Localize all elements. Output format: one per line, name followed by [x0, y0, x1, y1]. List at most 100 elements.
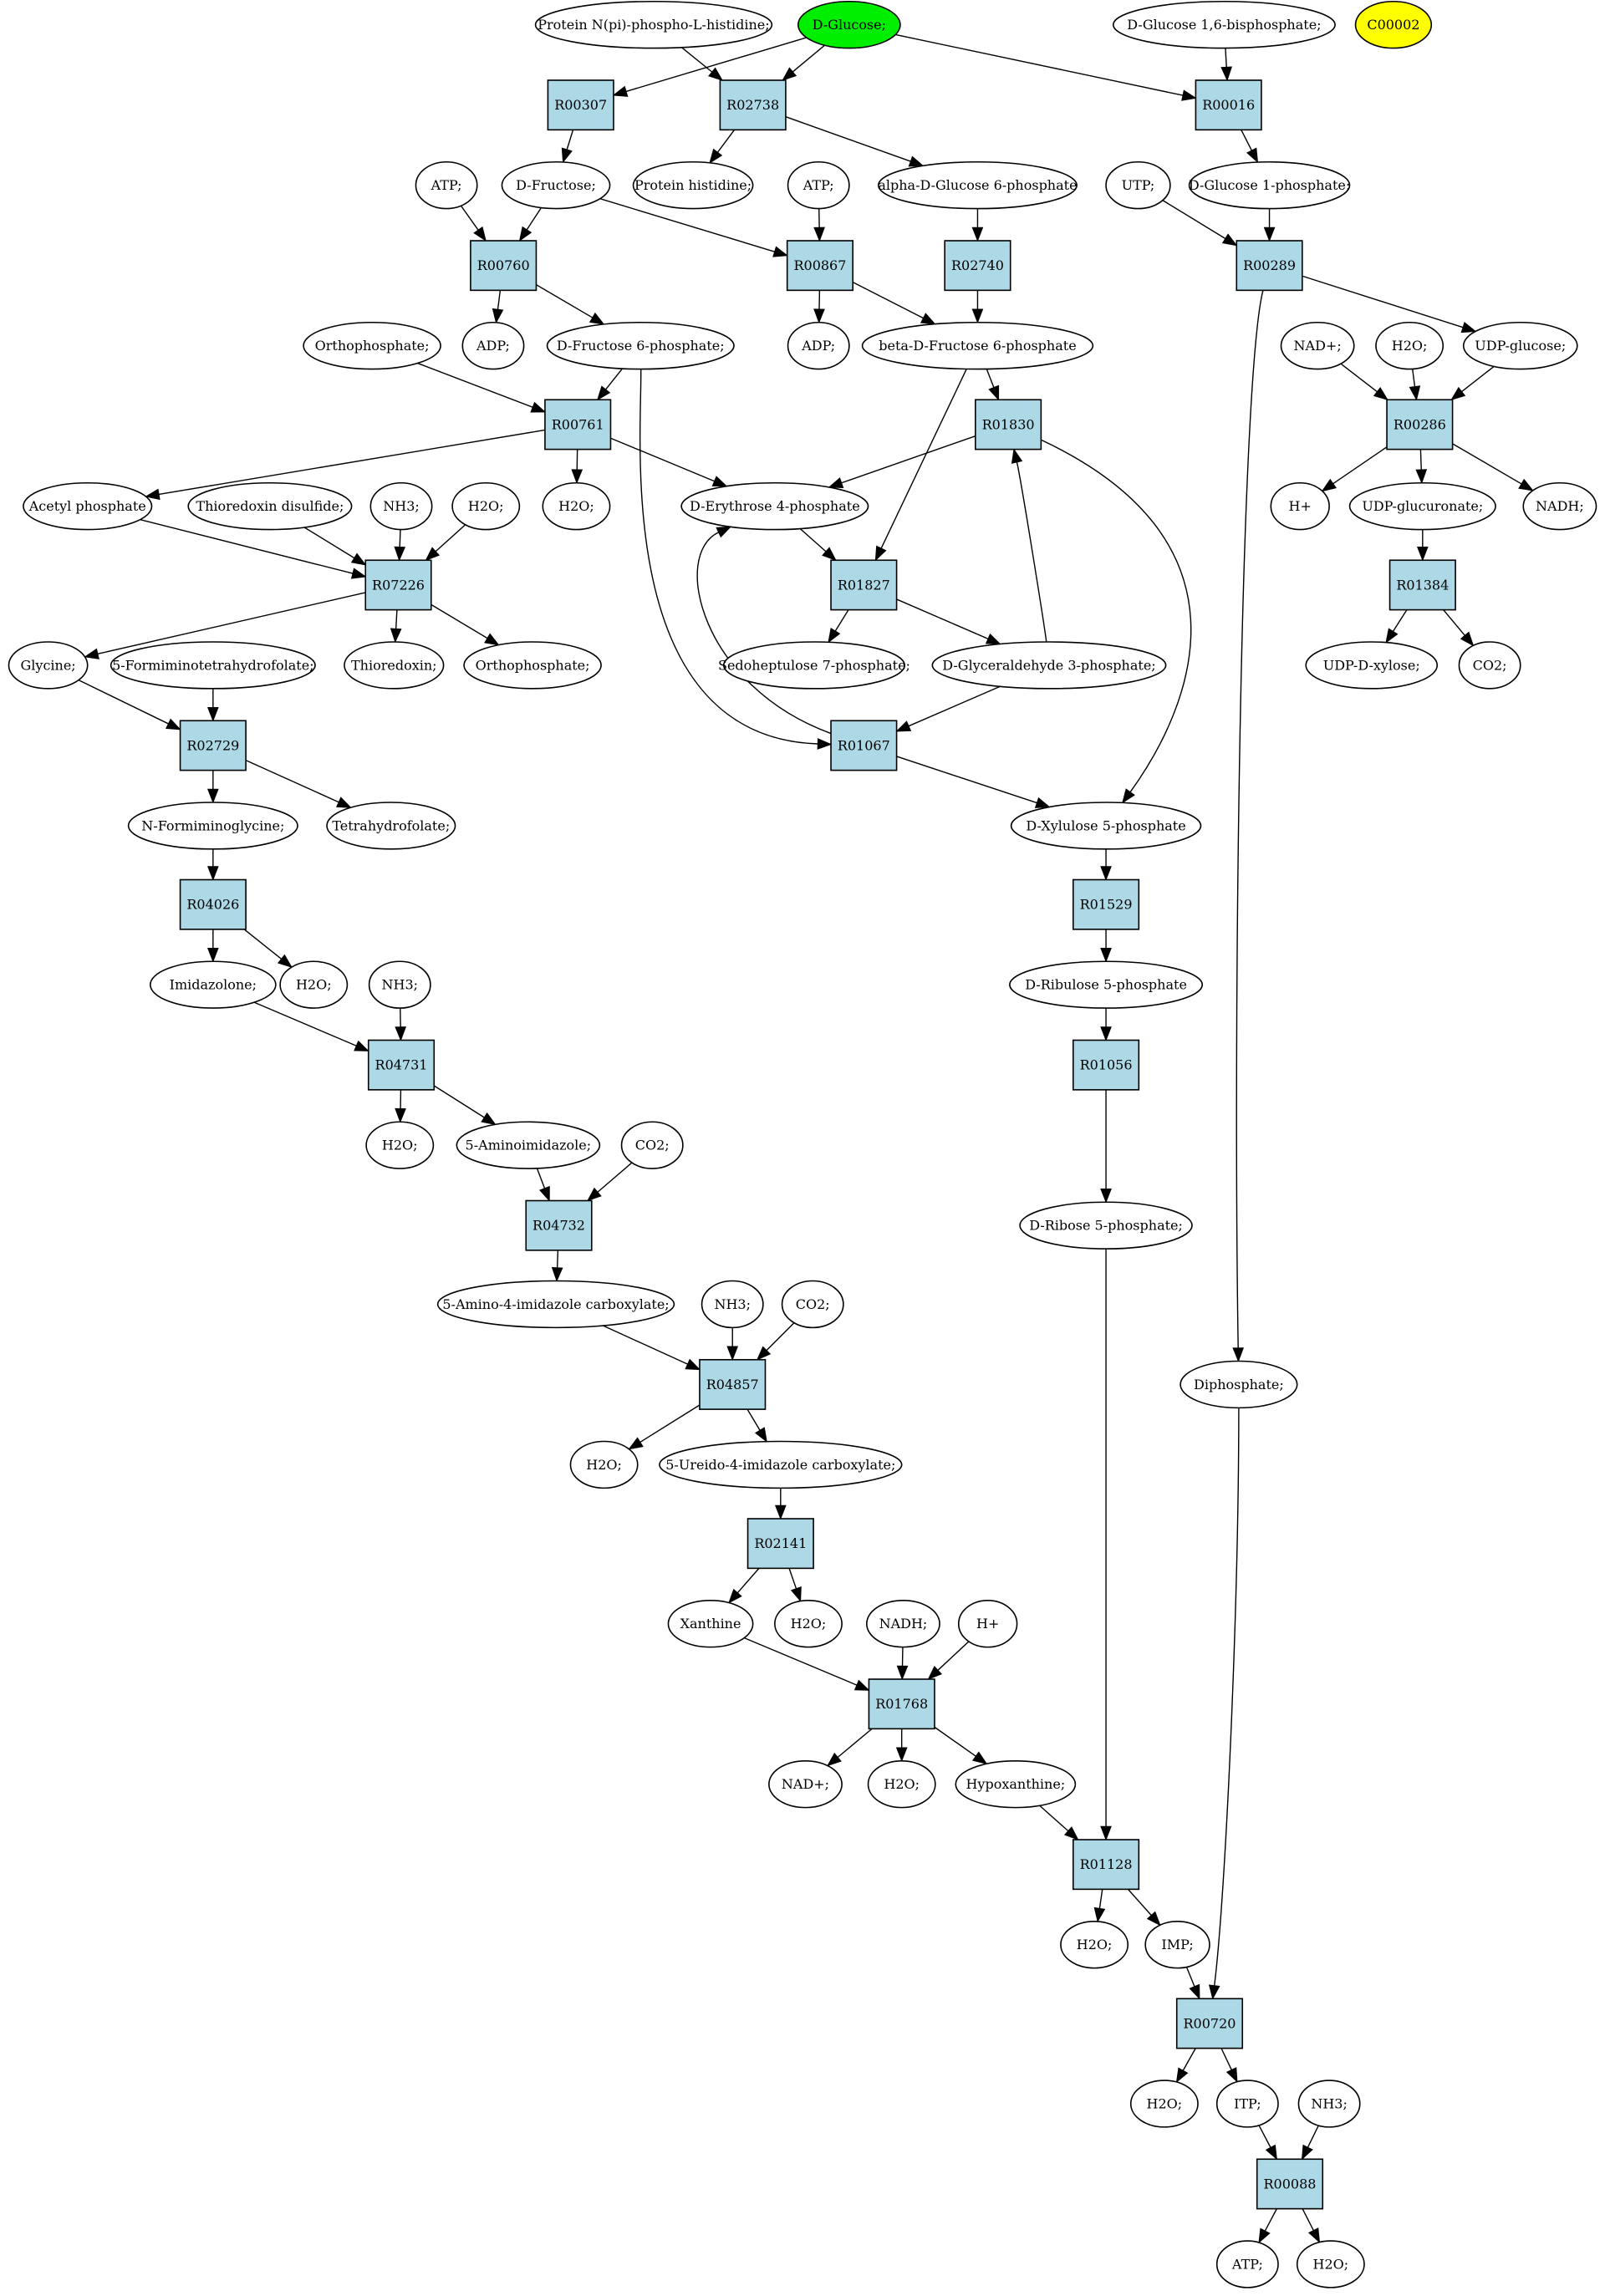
- edge-r_R02141-to-c_h2o_g: [788, 1568, 802, 1602]
- compound-node[interactable]: Glycine;: [8, 641, 89, 690]
- reaction-node[interactable]: R01830: [975, 399, 1042, 451]
- compound-node[interactable]: NH3;: [368, 960, 431, 1009]
- compound-node[interactable]: 5-Formiminotetrahydrofolate;: [110, 641, 316, 690]
- compound-node[interactable]: D-Xylulose 5-phosphate: [1010, 802, 1202, 850]
- compound-node[interactable]: Orthophosphate;: [303, 321, 441, 370]
- compound-node[interactable]: NADH;: [866, 1599, 940, 1648]
- compound-node[interactable]: Protein N(pi)-phospho-L-histidine;: [534, 0, 773, 49]
- compound-node[interactable]: C00002: [1354, 0, 1433, 49]
- compound-node[interactable]: UDP-glucose;: [1462, 321, 1578, 370]
- compound-node[interactable]: Acetyl phosphate: [23, 481, 153, 531]
- reaction-node[interactable]: R00088: [1256, 2158, 1324, 2210]
- compound-node[interactable]: NH3;: [701, 1280, 764, 1329]
- compound-node[interactable]: D-Erythrose 4-phosphate: [680, 481, 869, 531]
- compound-node[interactable]: NAD+;: [768, 1759, 843, 1809]
- reaction-node[interactable]: R00867: [786, 240, 854, 292]
- compound-node[interactable]: H2O;: [774, 1599, 843, 1648]
- compound-node[interactable]: Diphosphate;: [1180, 1360, 1298, 1409]
- compound-node[interactable]: H+: [957, 1599, 1018, 1648]
- reaction-node[interactable]: R04857: [699, 1358, 767, 1410]
- compound-node[interactable]: H2O;: [867, 1759, 936, 1809]
- compound-node[interactable]: ATP;: [415, 160, 478, 210]
- compound-node[interactable]: ITP;: [1215, 2080, 1279, 2128]
- reaction-node[interactable]: R01384: [1388, 559, 1456, 611]
- compound-node[interactable]: N-Formiminoglycine;: [127, 802, 298, 850]
- reaction-node[interactable]: R02729: [179, 720, 247, 771]
- compound-node[interactable]: Protein histidine;: [632, 160, 754, 210]
- edge-r_R01768-to-c_hyp: [934, 1726, 988, 1765]
- reaction-node[interactable]: R04732: [525, 1199, 593, 1251]
- compound-node[interactable]: D-Fructose;: [501, 160, 611, 210]
- compound-node[interactable]: UTP;: [1105, 160, 1171, 210]
- compound-node[interactable]: H2O;: [451, 481, 521, 531]
- compound-node[interactable]: Tetrahydrofolate;: [326, 802, 456, 850]
- compound-node[interactable]: H2O;: [542, 481, 611, 531]
- compound-node[interactable]: H2O;: [1375, 321, 1444, 370]
- reaction-node[interactable]: R00286: [1386, 399, 1454, 451]
- arrowhead: [390, 628, 402, 644]
- compound-node[interactable]: 5-Amino-4-imidazole carboxylate;: [436, 1280, 675, 1329]
- reaction-node[interactable]: R02738: [719, 79, 787, 131]
- compound-node[interactable]: beta-D-Fructose 6-phosphate: [861, 321, 1094, 370]
- compound-node[interactable]: alpha-D-Glucose 6-phosphate: [877, 160, 1078, 210]
- reaction-node[interactable]: R00289: [1236, 240, 1303, 292]
- compound-node[interactable]: 5-Aminoimidazole;: [456, 1121, 601, 1169]
- compound-node[interactable]: CO2;: [781, 1280, 844, 1329]
- reaction-node[interactable]: R01768: [868, 1678, 935, 1730]
- compound-label: Orthophosphate;: [476, 657, 590, 673]
- compound-node[interactable]: Orthophosphate;: [463, 641, 602, 690]
- compound-node[interactable]: D-Ribulose 5-phosphate: [1009, 960, 1204, 1009]
- compound-node[interactable]: NH3;: [1297, 2080, 1361, 2128]
- reaction-node[interactable]: R01827: [830, 559, 898, 611]
- reaction-node[interactable]: R04026: [179, 878, 247, 930]
- compound-node[interactable]: Thioredoxin;: [344, 641, 445, 690]
- reaction-box: [699, 1358, 767, 1410]
- compound-node[interactable]: NADH;: [1522, 481, 1597, 531]
- compound-node[interactable]: ATP;: [787, 160, 850, 210]
- compound-node[interactable]: NAD+;: [1280, 321, 1355, 370]
- reaction-node[interactable]: R01128: [1072, 1839, 1140, 1891]
- compound-node[interactable]: UDP-D-xylose;: [1305, 641, 1439, 690]
- compound-node[interactable]: H2O;: [569, 1440, 639, 1489]
- compound-node[interactable]: D-Fructose 6-phosphate;: [546, 321, 735, 370]
- compound-node[interactable]: D-Glucose;: [797, 0, 901, 49]
- compound-node[interactable]: H2O;: [1129, 2080, 1199, 2128]
- compound-node[interactable]: Thioredoxin disulfide;: [187, 481, 353, 531]
- compound-node[interactable]: Hypoxanthine;: [955, 1759, 1077, 1809]
- reaction-node[interactable]: R00307: [547, 79, 614, 131]
- reaction-node[interactable]: R00761: [544, 399, 612, 451]
- reaction-node[interactable]: R01067: [830, 720, 898, 771]
- reaction-node[interactable]: R00016: [1195, 79, 1262, 131]
- compound-node[interactable]: CO2;: [620, 1121, 684, 1169]
- compound-node[interactable]: 5-Ureido-4-imidazole carboxylate;: [659, 1440, 903, 1489]
- compound-node[interactable]: D-Glucose 1-phosphate;: [1188, 160, 1351, 210]
- reaction-node[interactable]: R00760: [470, 240, 538, 292]
- compound-node[interactable]: ATP;: [1215, 2240, 1279, 2288]
- edge-c_imdz-to-r_R04731: [253, 1001, 369, 1051]
- compound-node[interactable]: NH3;: [369, 481, 433, 531]
- reaction-node[interactable]: R07226: [364, 559, 432, 611]
- reaction-node[interactable]: R04731: [367, 1039, 436, 1091]
- compound-node[interactable]: Xanthine: [667, 1599, 754, 1648]
- compound-node[interactable]: H2O;: [1060, 1920, 1129, 1969]
- compound-node[interactable]: UDP-glucuronate;: [1348, 481, 1496, 531]
- compound-node[interactable]: D-Ribose 5-phosphate;: [1019, 1201, 1193, 1250]
- compound-node[interactable]: ADP;: [461, 321, 525, 370]
- compound-node[interactable]: Imidazolone;: [149, 960, 277, 1009]
- reaction-node[interactable]: R00720: [1175, 1998, 1244, 2049]
- reaction-node[interactable]: R02740: [944, 240, 1011, 292]
- compound-node[interactable]: Sedoheptulose 7-phosphate;: [718, 641, 910, 690]
- compound-node[interactable]: D-Glucose 1,6-bisphosphate;: [1112, 0, 1336, 49]
- compound-node[interactable]: H2O;: [365, 1121, 435, 1169]
- reaction-node[interactable]: R01056: [1072, 1039, 1140, 1091]
- compound-node[interactable]: ADP;: [787, 321, 850, 370]
- compound-node[interactable]: CO2;: [1458, 641, 1521, 690]
- reaction-node[interactable]: R01529: [1072, 878, 1140, 930]
- compound-node[interactable]: H2O;: [1296, 2240, 1365, 2288]
- compound-label: ITP;: [1234, 2095, 1261, 2111]
- compound-node[interactable]: H+: [1270, 481, 1330, 531]
- reaction-node[interactable]: R02141: [746, 1518, 814, 1570]
- compound-node[interactable]: D-Glyceraldehyde 3-phosphate;: [931, 641, 1167, 690]
- compound-node[interactable]: IMP;: [1144, 1920, 1210, 1969]
- compound-node[interactable]: H2O;: [279, 960, 349, 1009]
